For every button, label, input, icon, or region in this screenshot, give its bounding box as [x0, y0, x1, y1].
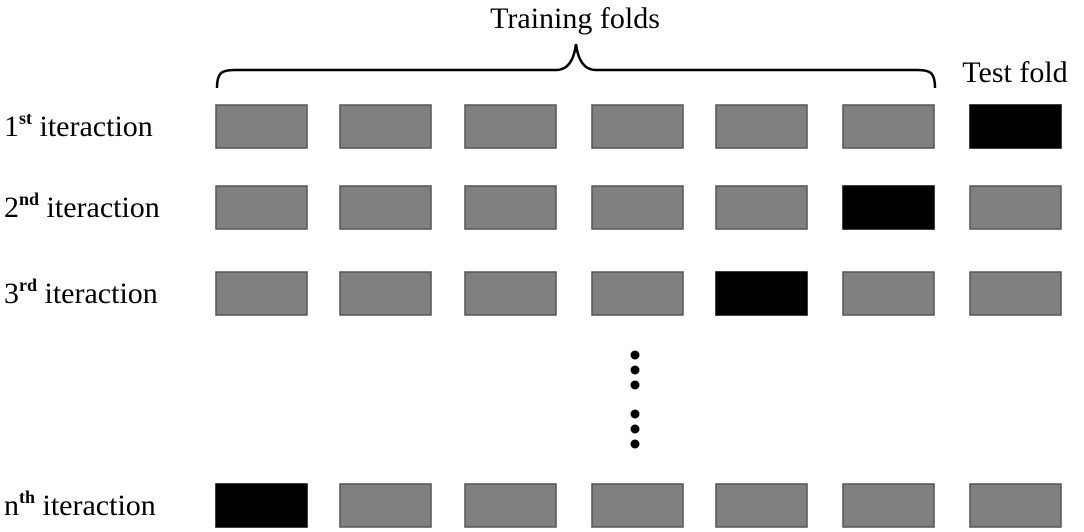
ellipsis-dots [630, 350, 640, 449]
training-fold-box [715, 185, 808, 230]
training-fold-box [969, 271, 1062, 316]
row-label-number: n [4, 489, 19, 522]
training-fold-box [715, 483, 808, 528]
training-fold-box [339, 483, 432, 528]
test-fold-box [969, 104, 1062, 149]
training-fold-box [842, 104, 935, 149]
training-fold-box [464, 483, 557, 528]
fold-grid [215, 104, 1062, 528]
row-label-superscript: st [19, 108, 32, 128]
training-fold-box [464, 185, 557, 230]
training-fold-box [339, 271, 432, 316]
ellipsis-dot [630, 439, 640, 449]
training-fold-box [591, 104, 684, 149]
row-label: 2nd iteraction [4, 189, 160, 224]
training-fold-box [215, 185, 308, 230]
ellipsis-dot [630, 365, 640, 375]
training-fold-box [715, 104, 808, 149]
training-fold-box [464, 104, 557, 149]
training-folds-brace [215, 43, 937, 89]
training-fold-box [215, 104, 308, 149]
training-fold-box [339, 185, 432, 230]
row-label: nth iteraction [4, 487, 156, 522]
row-label-number: 2 [4, 191, 19, 224]
test-fold-box [715, 271, 808, 316]
ellipsis-dot [630, 424, 640, 434]
ellipsis-dot [630, 409, 640, 419]
training-fold-box [591, 483, 684, 528]
training-fold-box [591, 185, 684, 230]
ellipsis-dot [630, 380, 640, 390]
row-label-text: iteraction [39, 191, 160, 224]
row-label-text: iteraction [32, 110, 153, 143]
training-fold-box [215, 271, 308, 316]
row-label-superscript: rd [19, 275, 37, 295]
row-label-text: iteraction [37, 277, 158, 310]
training-fold-box [591, 271, 684, 316]
row-label-number: 3 [4, 277, 19, 310]
training-fold-box [339, 104, 432, 149]
training-fold-box [464, 271, 557, 316]
row-label: 1st iteraction [4, 108, 153, 143]
training-fold-box [842, 483, 935, 528]
row-label-superscript: nd [19, 189, 39, 209]
training-fold-box [842, 271, 935, 316]
test-fold-box [842, 185, 935, 230]
ellipsis-dot [630, 350, 640, 360]
training-fold-box [969, 483, 1062, 528]
training-fold-box [969, 185, 1062, 230]
row-label-superscript: th [19, 487, 35, 507]
row-label-number: 1 [4, 110, 19, 143]
row-label: 3rd iteraction [4, 275, 158, 310]
row-label-text: iteraction [35, 489, 156, 522]
test-fold-label: Test fold [962, 56, 1067, 89]
training-folds-label: Training folds [490, 2, 660, 35]
test-fold-box [215, 483, 308, 528]
